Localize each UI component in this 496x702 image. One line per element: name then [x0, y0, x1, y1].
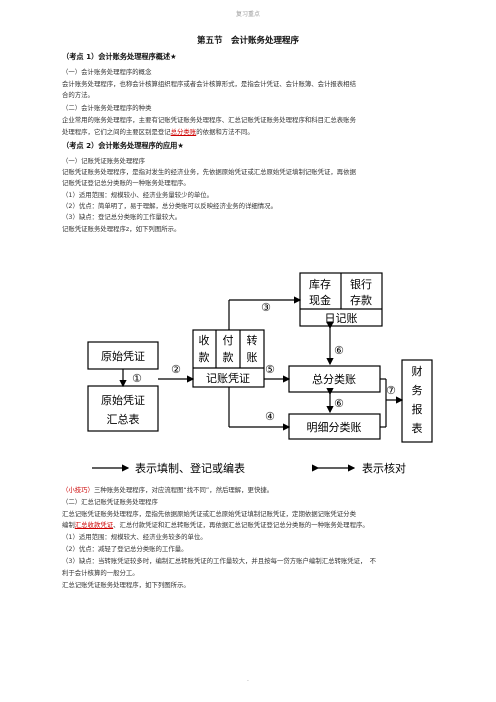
- section-title: 第五节 会计账务处理程序: [196, 36, 299, 46]
- step-4: ④: [265, 410, 275, 423]
- voucher-transfer-2: 账: [247, 351, 258, 364]
- s2-paragraph-line2: 处理程序，它们之间的主要区别是登记总分类账的依据和方法不同。: [62, 128, 436, 137]
- report-label-1: 财: [412, 364, 423, 378]
- tip-text: 三种账务处理程序，对应流程图“找不同”，然后理解，更快捷。: [93, 486, 274, 494]
- s4-list-3a: （3）缺点：当转账凭证较多时，编制汇总转账凭证的工作量较大，并且按每一贷方账户编…: [62, 557, 377, 565]
- tip-label: （小技巧）: [62, 486, 94, 494]
- s4-heading: （二）汇总记账凭证账务处理程序: [62, 498, 158, 506]
- s4-list-3b: 利于会计核算的一般分工。: [62, 569, 139, 577]
- s3-paragraph-line1: 记账凭证账务处理程序，是指对发生的经济业务，先依据原始凭证或汇总原始凭证填制记账…: [62, 168, 356, 176]
- voucher-receipt-1: 收: [199, 333, 210, 347]
- highlight-general-ledger: 总分类账: [170, 128, 197, 136]
- voucher-label: 记账凭证: [206, 371, 250, 385]
- s4-list-1: （1）适用范围：规模较大、经济业务较多的单位。: [62, 533, 207, 541]
- step-6a: ⑥: [334, 344, 344, 357]
- page-footer: .: [247, 676, 249, 683]
- key-point-1: （考点 1）会计账务处理程序概述★: [62, 52, 177, 61]
- s4-paragraph-line2: 编制汇总收款凭证、汇总付款凭证和汇总转账凭证，再依据汇总记账凭证登记总分类账的一…: [62, 521, 436, 530]
- orig-sum-label-2: 汇总表: [107, 412, 140, 426]
- s1-paragraph-line1: 会计账务处理程序，也称会计核算组织程序或者会计核算形式，是指会计凭证、会计账簿、…: [62, 80, 356, 88]
- report-label-3: 报: [412, 402, 423, 416]
- detail-ledger-label: 明细分类账: [307, 420, 362, 434]
- s1-paragraph-line2: 合的方法。: [62, 91, 94, 99]
- s4-list-4: 汇总记账凭证账务处理程序，如下列图所示。: [62, 581, 190, 589]
- step-2: ②: [171, 363, 181, 376]
- s2-paragraph-line1: 企业常用的账务处理程序，主要有记账凭证账务处理程序、汇总记账凭证账务处理程序和科…: [62, 116, 356, 124]
- s3-list-1: （1）适用范围：规模较小、经济业务量较少的单位。: [62, 191, 214, 199]
- bank-label-2: 存款: [350, 293, 372, 307]
- voucher-payment-2: 款: [223, 350, 234, 364]
- cash-label-1: 库存: [309, 277, 331, 291]
- s2-text-pre: 处理程序，它们之间的主要区别是登记: [62, 128, 171, 136]
- s4-paragraph-line1: 汇总记账凭证账务处理程序，是指先依据原始凭证或汇总原始凭证填制记账凭证，定期依据…: [62, 510, 356, 518]
- voucher-payment-1: 付: [223, 334, 234, 347]
- page-header: 复习重点: [235, 11, 260, 18]
- report-label-4: 表: [412, 421, 423, 435]
- s3-list-2: （2）优点：简单明了，易于理解，总分类账可以反映经济业务的详细情况。: [62, 202, 277, 210]
- general-ledger-label: 总分类账: [312, 372, 356, 386]
- s3-paragraph-line2: 记账凭证登记总分类账的一种账务处理程序。: [62, 179, 190, 187]
- step-5: ⑤: [265, 363, 275, 376]
- report-label-2: 务: [412, 384, 423, 397]
- s3-heading: （一）记账凭证账务处理程序: [62, 157, 146, 165]
- legend-fill-label: 表示填制、登记或编表: [135, 461, 245, 475]
- voucher-receipt-2: 款: [199, 350, 210, 364]
- s3-list-3: （3）缺点：登记总分类账的工作量较大。: [62, 213, 182, 221]
- tip-line: （小技巧）三种账务处理程序，对应流程图“找不同”，然后理解，更快捷。: [62, 486, 436, 495]
- step-1: ①: [132, 372, 142, 385]
- orig-sum-label-1: 原始凭证: [101, 393, 145, 407]
- journal-label: 日记账: [325, 312, 358, 325]
- s4-text-post: 、汇总付款凭证和汇总转账凭证，再依据汇总记账凭证登记总分类账的一种账务处理程序。: [113, 521, 369, 529]
- cash-label-2: 现金: [309, 293, 331, 307]
- step-3: ③: [261, 301, 271, 314]
- key-point-2: （考点 2）会计账务处理程序的应用★: [62, 141, 184, 150]
- legend-check-label: 表示核对: [362, 461, 406, 475]
- bank-label-1: 银行: [350, 277, 372, 291]
- highlight-summary-receipt: 汇总收款凭证: [74, 521, 114, 529]
- step-6b: ⑥: [334, 397, 344, 410]
- orig-label: 原始凭证: [101, 349, 145, 363]
- s2-heading: （二）会计账务处理程序的种类: [62, 104, 152, 112]
- s1-heading: （一）会计账务处理程序的概念: [62, 68, 152, 76]
- s4-list-2: （2）优点：减轻了登记总分类账的工作量。: [62, 545, 188, 553]
- s2-text-post: 的依据和方法不同。: [196, 128, 254, 136]
- voucher-transfer-1: 转: [247, 333, 258, 347]
- step-7: ⑦: [386, 384, 396, 397]
- s3-list-4: 记账凭证账务处理程序z，如下列图所示。: [62, 225, 181, 233]
- s4-text-pre: 编制: [62, 521, 75, 529]
